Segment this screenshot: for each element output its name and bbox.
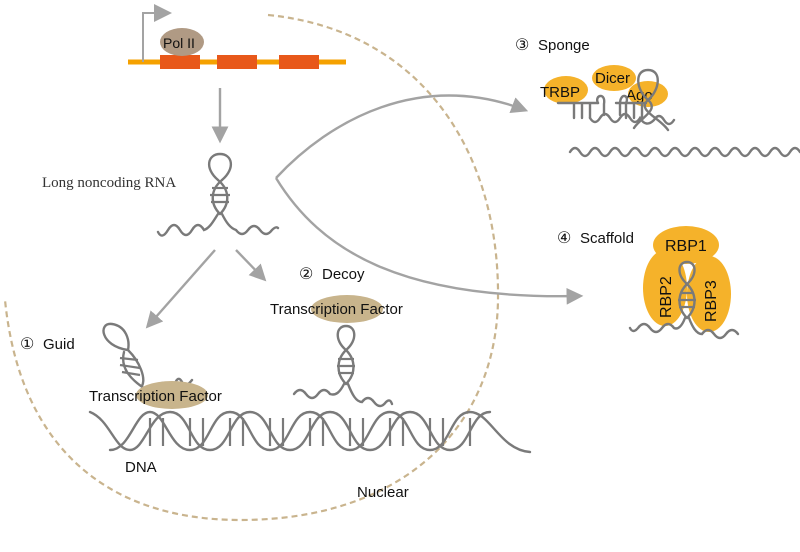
mechanism-decoy: ② Decoy Transcription Factor [270, 266, 403, 408]
decoy-label: Decoy [322, 266, 365, 283]
rbp2-protein [643, 250, 687, 326]
nuclear-label: Nuclear [357, 484, 409, 501]
guid-number: ① [20, 336, 34, 353]
central-lncrna: Long noncoding RNA [42, 152, 280, 237]
scaffold-label: Scaffold [580, 230, 634, 247]
guid-transcription-factor [136, 381, 208, 409]
exon-1 [160, 55, 200, 69]
rbp1-protein [653, 226, 719, 264]
ago-protein [628, 81, 668, 107]
rbp3-label: RBP3 [703, 280, 720, 322]
dicer-label: Dicer [595, 70, 630, 87]
dicer-protein [592, 65, 636, 91]
mechanism-scaffold: ④ Scaffold RBP1 RBP2 RBP3 [557, 226, 740, 340]
rbp1-label: RBP1 [665, 238, 707, 255]
promoter-arrow-icon [154, 4, 172, 22]
sponge-label: Sponge [538, 37, 590, 54]
guid-tf-label: Transcription Factor [89, 388, 222, 405]
sponge-number: ③ [515, 37, 529, 54]
gene: Pol II [128, 4, 346, 69]
mechanism-sponge: ③ Sponge TRBP Dicer Ago [515, 37, 800, 158]
rbp2-label: RBP2 [658, 276, 675, 318]
pol2-label: Pol II [163, 35, 195, 51]
dna-helix: DNA [88, 410, 532, 476]
decoy-transcription-factor [311, 295, 383, 323]
arrow-to-decoy [235, 249, 267, 282]
nuclear-membrane [3, 13, 500, 522]
mechanism-guid: ① Guid Transcription Factor [20, 322, 222, 409]
trbp-protein [544, 76, 588, 104]
arrow-to-guid [145, 249, 216, 329]
lncrna-label: Long noncoding RNA [42, 175, 176, 191]
arrow-to-scaffold [274, 177, 584, 305]
dna-label: DNA [125, 459, 157, 476]
promoter-flag [142, 12, 156, 62]
decoy-number: ② [299, 266, 313, 283]
arrow-to-sponge [275, 94, 529, 179]
decoy-tf-label: Transcription Factor [270, 301, 403, 318]
exon-3 [279, 55, 319, 69]
mrna-target [568, 146, 800, 158]
exon-2 [217, 55, 257, 69]
rbp3-protein [687, 256, 731, 332]
trbp-label: TRBP [540, 84, 580, 101]
scaffold-number: ④ [557, 230, 571, 247]
guid-label: Guid [43, 336, 75, 353]
pol2-ellipse [160, 28, 204, 56]
